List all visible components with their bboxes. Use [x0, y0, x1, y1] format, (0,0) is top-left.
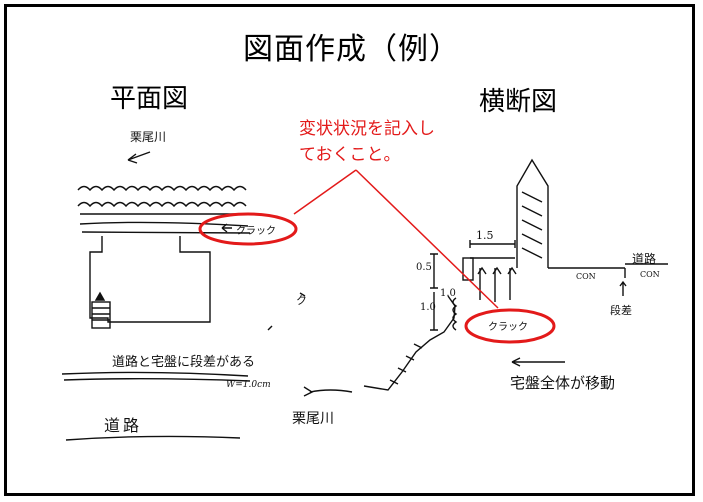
stairs: [91, 301, 111, 329]
section-gap-label: 段差: [610, 304, 632, 317]
river-line: [309, 389, 353, 393]
entrance-mark: [94, 291, 106, 301]
hedge-row-2: [77, 201, 247, 208]
river-arrowhead: [303, 386, 314, 397]
leader-line-plan: [293, 169, 357, 215]
red-annotations: [198, 169, 556, 344]
retaining-block: [462, 257, 474, 281]
stair-steps: [92, 307, 110, 321]
section-road-label: 道路: [632, 252, 657, 266]
hedge-row-1: [77, 185, 247, 192]
settlement-lines: [479, 268, 511, 302]
dim-left-top: [430, 253, 438, 289]
bank-line-2: [79, 221, 249, 227]
section-crack-ellipse: [464, 308, 556, 344]
movement-arrow: [511, 357, 565, 367]
section-side-mark: ク: [296, 294, 307, 307]
plan-river-label: 栗尾川: [130, 130, 167, 144]
section-con-right: CON: [640, 270, 660, 279]
section-dim-left-1: 1.0: [420, 302, 436, 313]
small-mark: [299, 292, 306, 297]
cross-section-sketch: [299, 158, 668, 397]
section-movement-note: 宅盤全体が移動: [510, 374, 616, 392]
section-crack-label: クラック: [488, 322, 528, 333]
plan-crack-ellipse: [198, 212, 298, 246]
dim-left-lower: [430, 292, 438, 331]
section-river-label: 栗尾川: [292, 411, 334, 427]
dim-top-line: [469, 240, 516, 248]
crack-arrow: [221, 223, 232, 233]
bank-line-3: [81, 231, 251, 234]
road-edge-1: [61, 371, 249, 377]
river-arrow: [127, 151, 151, 164]
section-con-left: CON: [576, 272, 596, 281]
slope-stones: [452, 297, 458, 331]
slope-face: [363, 295, 456, 391]
road-edge-2: [63, 378, 251, 382]
plan-road-note: 道路と宅盤に段差がある: [112, 355, 256, 370]
wall-column: [516, 158, 549, 268]
slope-hatch: [389, 343, 423, 385]
leader-line-section: [355, 169, 499, 309]
page-title: 図面作成（例）: [243, 32, 460, 67]
annotation-note: 変状状況を記入し ておくこと。: [299, 116, 435, 168]
plan-view-sketch: [61, 151, 273, 441]
diagram-frame: [4, 4, 695, 496]
plan-width-note: W=1.0cm: [226, 380, 271, 390]
plan-road-label: 道路: [104, 416, 143, 435]
gap-arrow: [619, 280, 627, 296]
settlement-arrowheads: [477, 266, 517, 275]
annotation-line-2: ておくこと。: [299, 145, 401, 165]
section-dim-top: 1.5: [476, 229, 494, 242]
section-dim-left-2: 1.0: [440, 288, 456, 299]
annotation-line-1: 変状状況を記入し: [299, 119, 435, 139]
plan-crack-label: クラック: [236, 226, 276, 237]
house-outline: [89, 236, 211, 323]
wall-hatching: [521, 191, 543, 259]
plan-view-heading: 平面図: [110, 84, 189, 114]
cross-section-heading: 横断図: [479, 87, 558, 117]
road-centerline: [65, 435, 241, 441]
section-dim-left-top: 0.5: [416, 262, 432, 273]
stray-mark: [267, 325, 273, 331]
